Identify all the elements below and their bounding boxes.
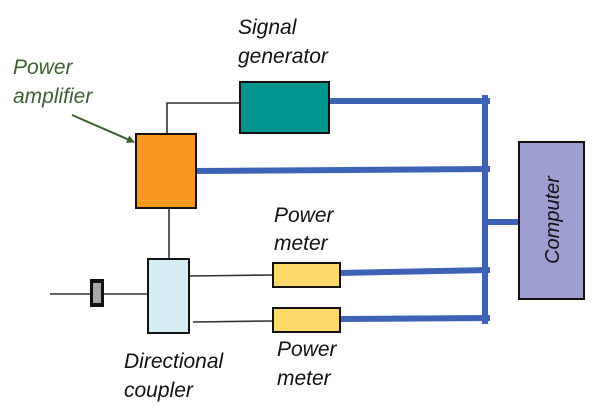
power-meter-top-block bbox=[272, 262, 341, 288]
power-amplifier-pointer-arrow bbox=[71, 114, 135, 143]
power-meter-top-label-line1: Power bbox=[274, 204, 335, 227]
computer-label: Computer bbox=[542, 175, 564, 264]
bus-power-meter-top bbox=[336, 266, 491, 277]
power-meter-bottom-label-line2: meter bbox=[277, 367, 332, 390]
signal-generator-block bbox=[239, 81, 330, 134]
signal-generator-label-line2: generator bbox=[238, 45, 329, 68]
link-signal-generator-to-amplifier bbox=[166, 102, 240, 134]
computer-block bbox=[518, 141, 585, 300]
power-meter-bottom-label-line1: Power bbox=[277, 338, 338, 361]
link-coupler-to-power-meter-bottom bbox=[192, 320, 274, 323]
signal-generator-label-line1: Signal bbox=[238, 16, 298, 39]
directional-coupler-label-line1: Directional bbox=[124, 350, 225, 373]
power-amplifier-label-line2: amplifier bbox=[13, 85, 93, 108]
link-coupler-to-power-meter-top bbox=[189, 274, 274, 277]
bus-power-meter-bottom bbox=[336, 314, 491, 323]
power-meter-bottom-block bbox=[272, 307, 341, 333]
power-meter-top-label-line2: meter bbox=[274, 232, 329, 255]
directional-coupler-block bbox=[147, 258, 190, 334]
bus-power-amplifier bbox=[192, 165, 491, 175]
power-amplifier-label-line1: Power bbox=[13, 56, 74, 79]
directional-coupler-label-line2: coupler bbox=[124, 379, 194, 402]
power-amplifier-block bbox=[135, 133, 197, 209]
attenuator-inner bbox=[93, 283, 101, 303]
